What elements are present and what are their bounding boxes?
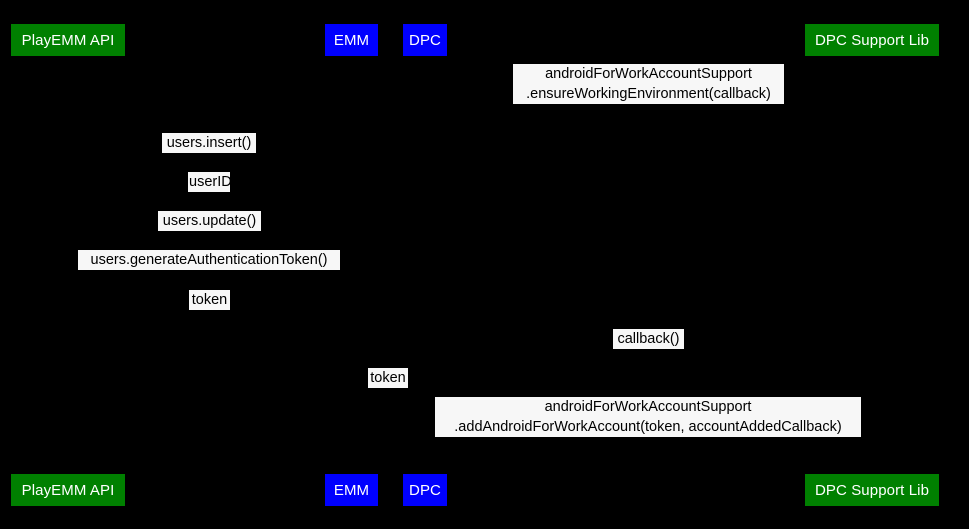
message-user-id: userID (188, 172, 232, 192)
message-text: token (191, 292, 228, 308)
message-text: token (370, 370, 406, 386)
note-line-1: androidForWorkAccountSupport (544, 399, 752, 415)
participant-label: EMM (333, 31, 370, 49)
participant-bottom-emm[interactable]: EMM (325, 474, 378, 506)
message-users-insert: users.insert() (162, 133, 256, 153)
message-token-forward: token (368, 368, 408, 388)
participant-label: DPC Support Lib (814, 31, 930, 49)
note-line-1: androidForWorkAccountSupport (545, 66, 752, 82)
lifeline-emm (351, 56, 352, 474)
note-line-2: .ensureWorkingEnvironment(callback) (526, 86, 771, 102)
message-text: users.generateAuthenticationToken() (90, 252, 328, 268)
participant-bottom-dpc-support-lib[interactable]: DPC Support Lib (805, 474, 939, 506)
participant-bottom-playemm-api[interactable]: PlayEMM API (11, 474, 125, 506)
message-users-update: users.update() (158, 211, 261, 231)
note-add-android-for-work-account: androidForWorkAccountSupport .addAndroidF… (435, 397, 861, 437)
message-text: callback() (617, 331, 680, 347)
message-callback: callback() (613, 329, 684, 349)
message-generate-token: users.generateAuthenticationToken() (78, 250, 340, 270)
participant-label: PlayEMM API (21, 481, 115, 499)
participant-label: PlayEMM API (21, 31, 115, 49)
participant-top-playemm-api[interactable]: PlayEMM API (11, 24, 125, 56)
participant-top-emm[interactable]: EMM (325, 24, 378, 56)
participant-bottom-dpc[interactable]: DPC (403, 474, 447, 506)
note-line-2: .addAndroidForWorkAccount(token, account… (454, 419, 842, 435)
participant-top-dpc-support-lib[interactable]: DPC Support Lib (805, 24, 939, 56)
message-text: users.update() (162, 213, 257, 229)
participant-label: DPC Support Lib (814, 481, 930, 499)
lifeline-dpc (425, 56, 426, 474)
lifeline-playemm-api (68, 56, 69, 474)
message-text: userID (189, 174, 232, 190)
lifeline-dpc-support-lib (871, 56, 872, 474)
participant-label: EMM (333, 481, 370, 499)
participant-top-dpc[interactable]: DPC (403, 24, 447, 56)
participant-label: DPC (409, 481, 441, 499)
participant-label: DPC (409, 31, 441, 49)
message-token-return: token (189, 290, 230, 310)
message-text: users.insert() (166, 135, 252, 151)
note-ensure-working-environment: androidForWorkAccountSupport .ensureWorki… (513, 64, 784, 104)
